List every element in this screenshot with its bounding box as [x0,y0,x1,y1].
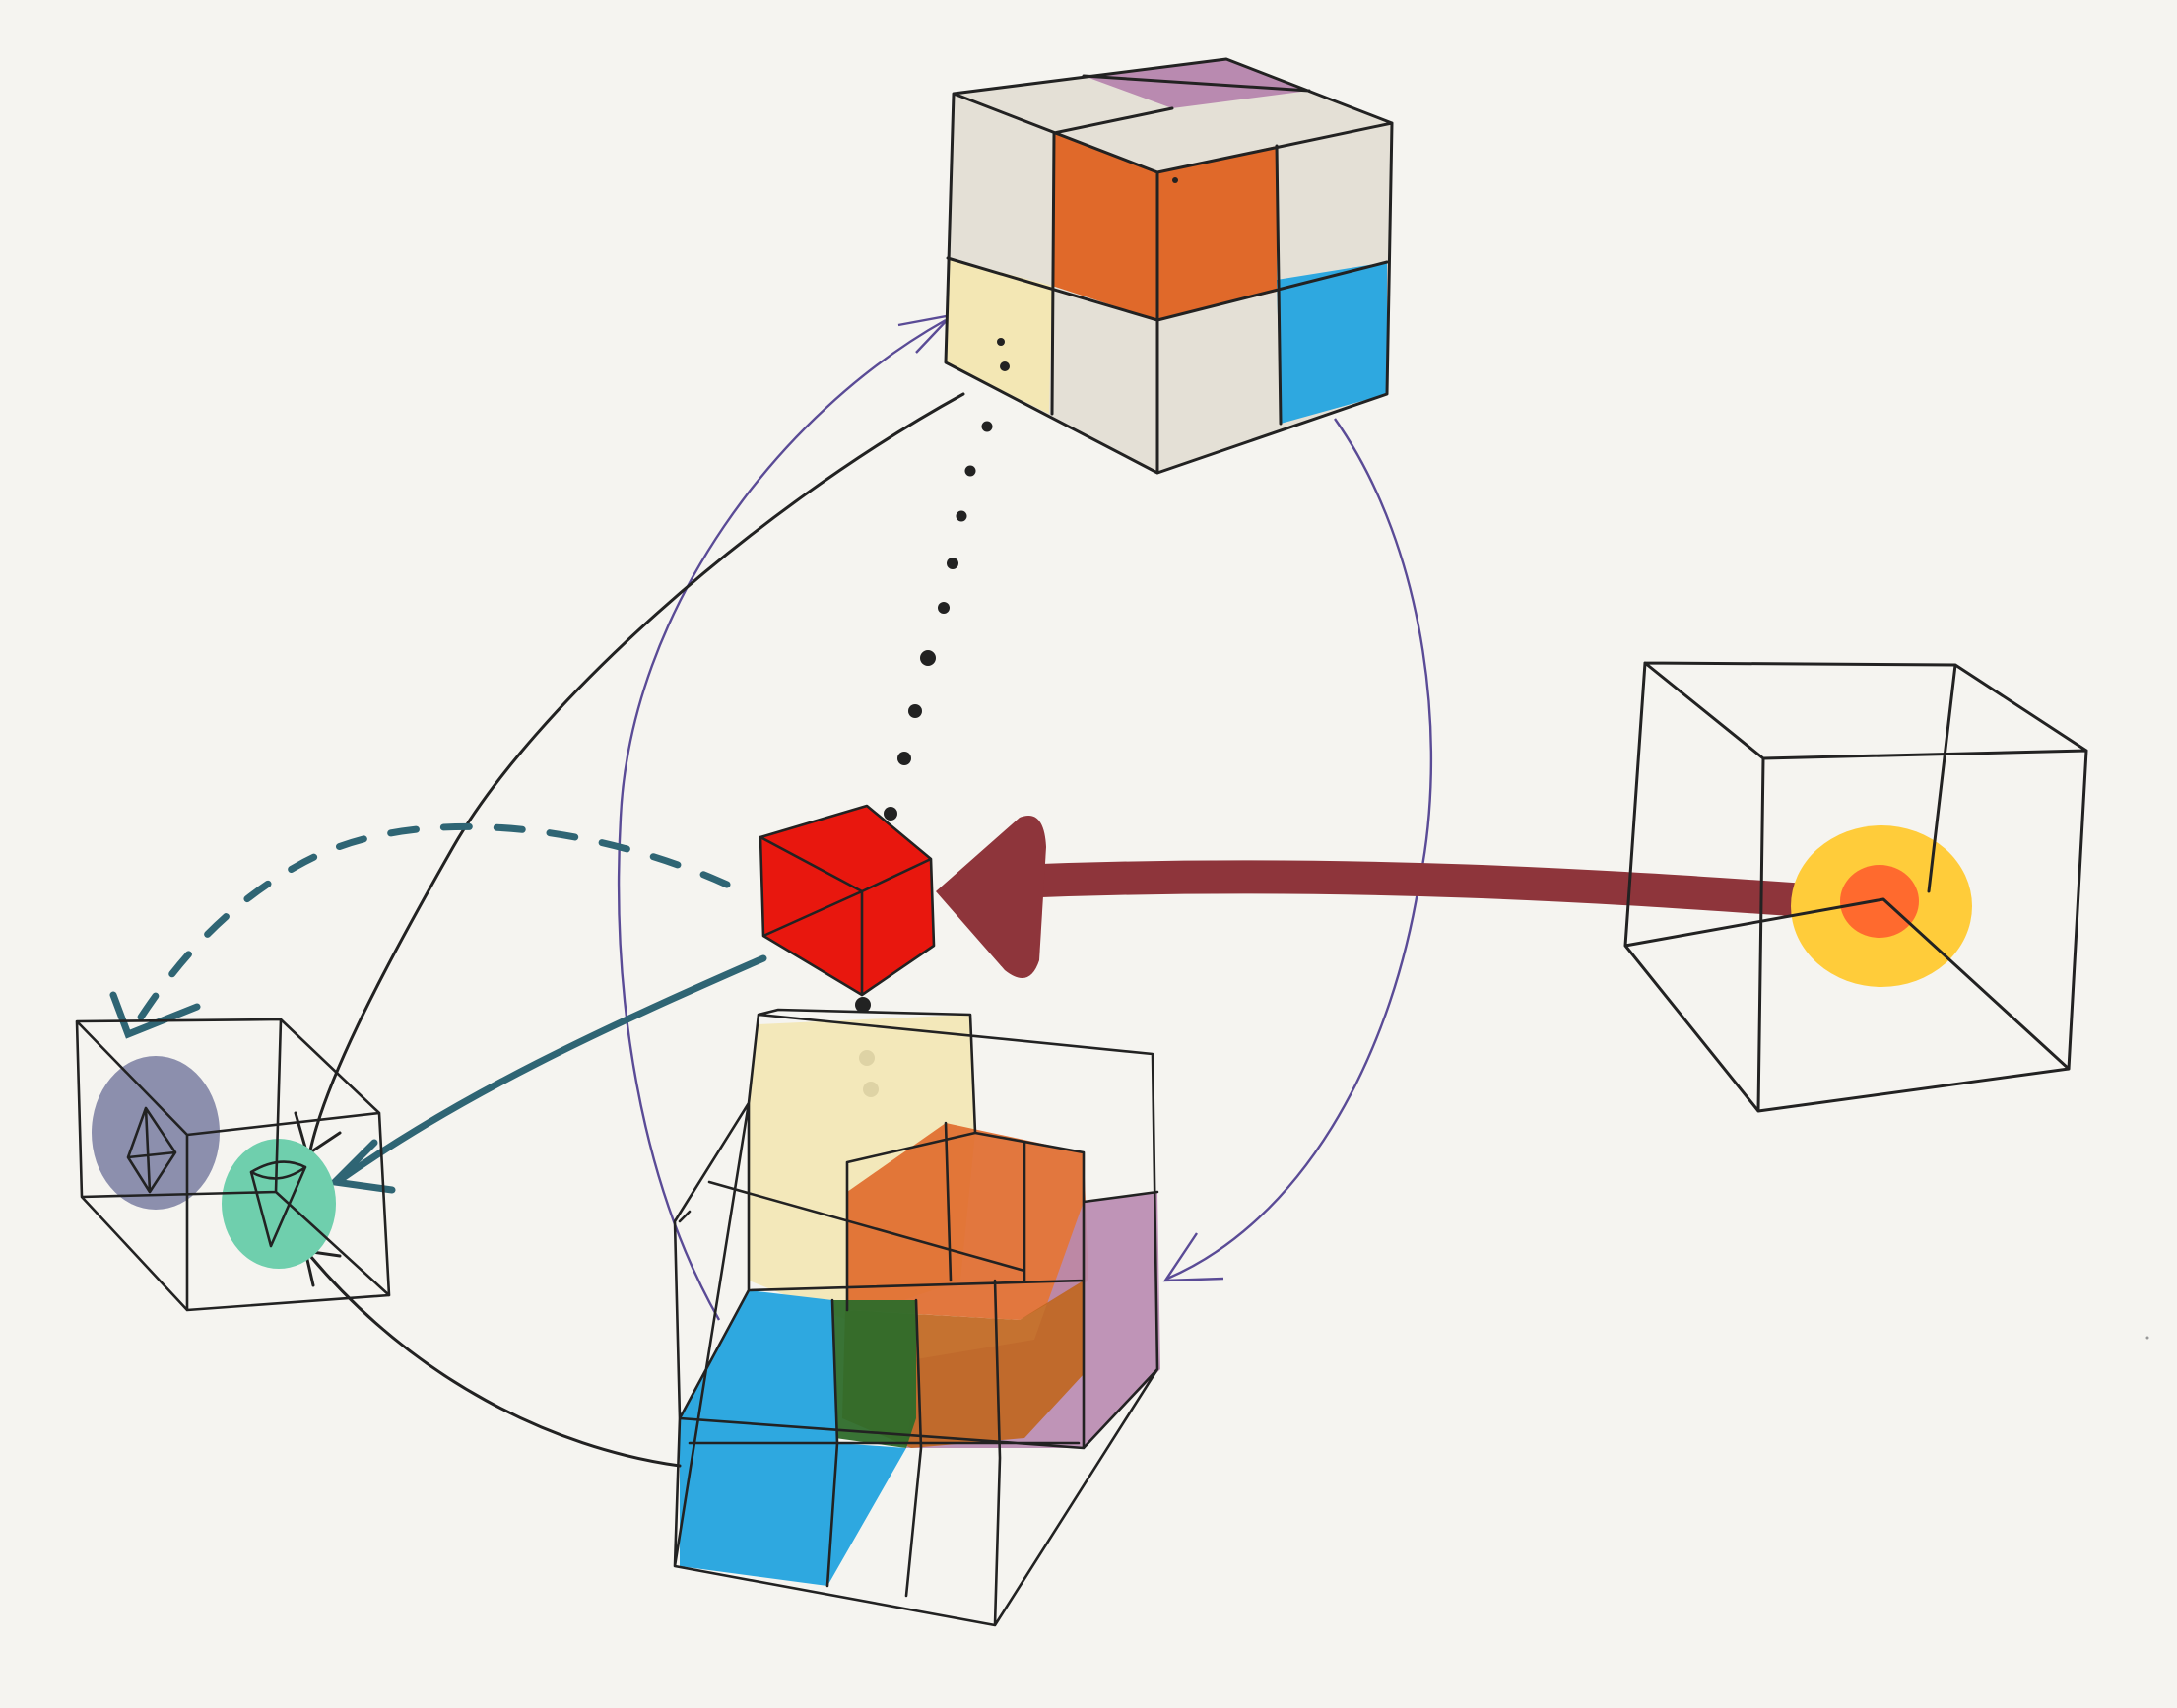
dot [997,338,1005,346]
wireframe-cube-icon [1623,661,2088,1113]
chain-dot [855,997,871,1013]
chain-dot [920,650,936,666]
red-cube-body [760,806,934,995]
light-source-cube [1623,661,2088,1113]
stray-mark [2145,1336,2149,1340]
bottom-grid-outline [673,1008,1159,1627]
front-face-orange-cell [1052,133,1157,320]
light-ray-head [936,816,1046,978]
teal-arrows [109,822,767,1194]
light-ray-shaft [998,860,1879,921]
red-cube-edges [759,804,936,997]
chain-dot [981,421,993,432]
camera-cone-icon [249,1160,307,1248]
mint-blob [222,1139,336,1269]
chain-dot [938,602,950,614]
teal-solid-arrowhead [327,1139,396,1194]
right-face-blue-cell [1277,262,1387,424]
dotted-chain [855,361,1010,1097]
wireframe-cube-icon [75,1018,391,1312]
chain-dot [956,510,967,522]
top-color-cube [944,57,1394,475]
chain-dot [897,752,911,765]
viewer-cube [75,1018,391,1312]
top-cube-outline [944,57,1394,475]
dot [1172,177,1178,183]
teal-dashed-arrow [129,822,731,1033]
chain-dot [884,807,897,821]
arrow-top-to-camera [308,392,965,1152]
bottom-grid-cube [673,1008,1160,1627]
red-cube-icon [759,804,936,997]
arrow-bottom-to-camera [308,1254,682,1468]
teal-solid-arrow [336,954,767,1184]
purple-line-right [1166,418,1433,1281]
right-face-orange-cell [1157,146,1277,320]
chain-dot [947,558,958,569]
purple-arrowhead-bottom [1162,1232,1224,1282]
blue-block-fill [680,1290,906,1586]
light-ray-arrow [936,816,1879,978]
purple-line-left [617,318,947,1321]
green-block-fill [832,1300,916,1448]
tetrahedron-icon [126,1106,177,1194]
teal-dashed-arrowhead [109,991,201,1039]
chain-dot [908,704,922,718]
chain-dot [964,465,976,477]
orange-block-fill [847,1123,1088,1320]
chain-dot [1000,361,1010,371]
